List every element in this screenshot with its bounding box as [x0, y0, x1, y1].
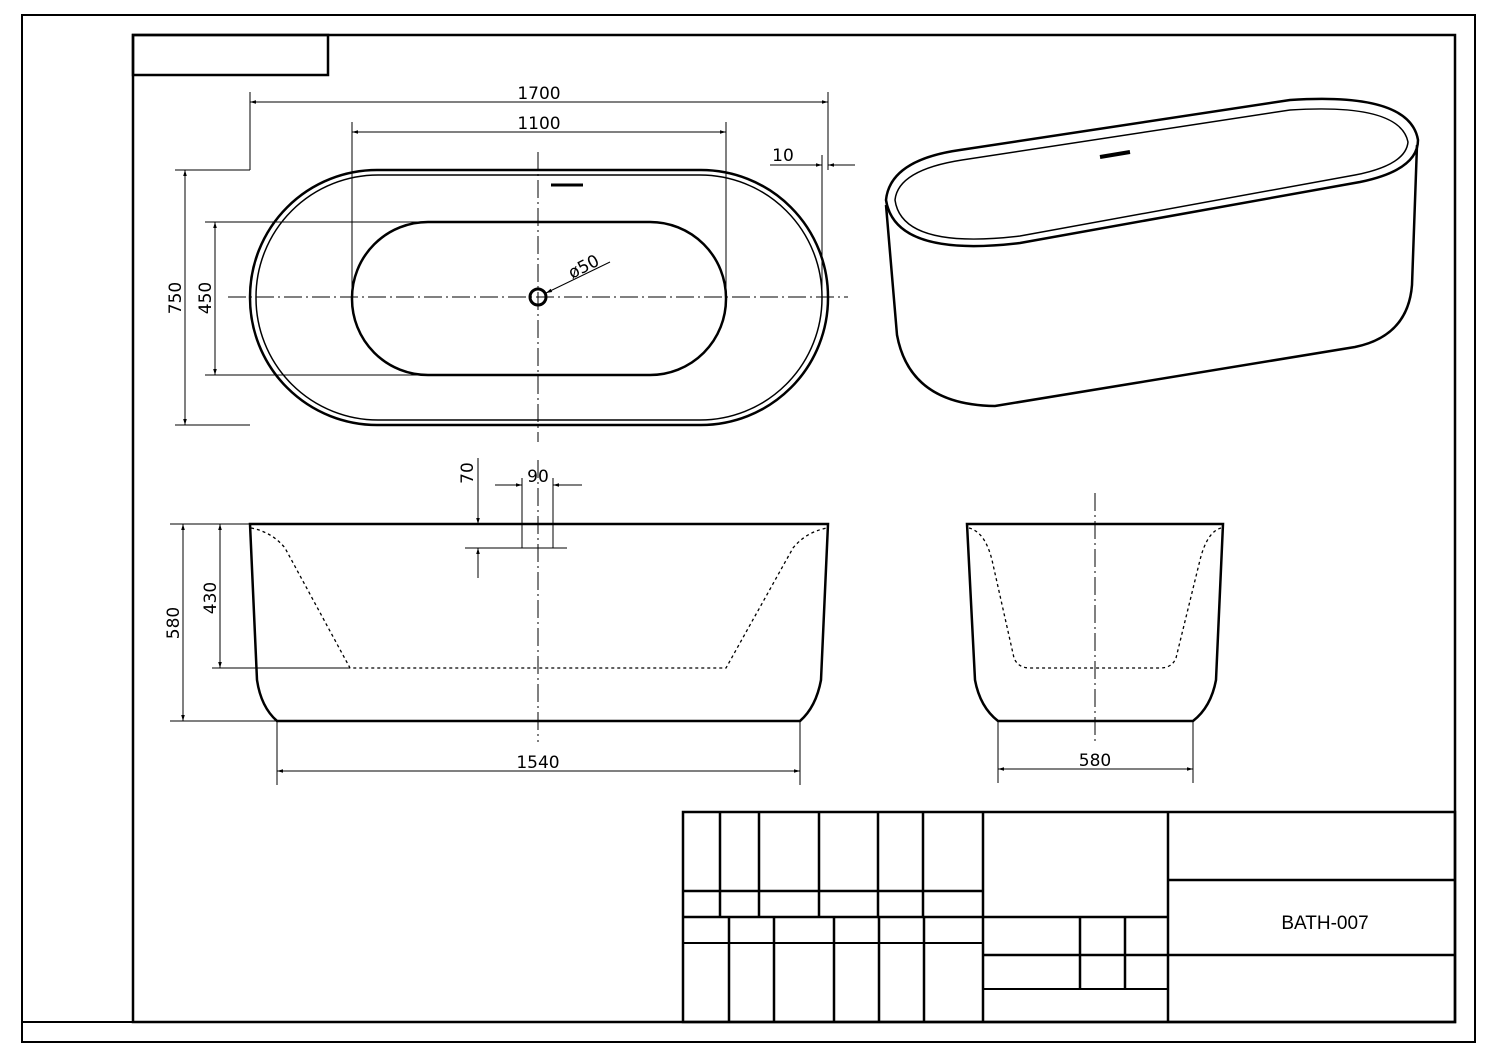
drain-icon [528, 287, 548, 307]
front-view: 70 90 580 430 1540 [164, 458, 830, 785]
dim-width: 750 [166, 282, 186, 314]
dim-height: 580 [164, 607, 184, 639]
dim-base-width: 580 [1079, 751, 1111, 771]
dim-depth: 430 [201, 582, 221, 614]
iso-view [884, 97, 1420, 408]
dim-drain: ø50 [565, 251, 603, 283]
top-view: 1700 1100 10 ø50 750 450 [166, 84, 855, 442]
dim-overflow-width: 90 [527, 467, 549, 487]
drawing-code: BATH-007 [1281, 913, 1368, 934]
dim-rim: 10 [772, 146, 794, 166]
title-block [681, 810, 1457, 1024]
dim-inner-length: 1100 [517, 114, 560, 134]
side-view: 580 [965, 493, 1225, 783]
dim-base-length: 1540 [516, 753, 559, 773]
drawing-frame [21, 14, 1476, 1043]
dim-overflow-height: 70 [458, 462, 478, 484]
dim-inner-width: 450 [196, 282, 216, 314]
dim-length: 1700 [517, 84, 560, 104]
